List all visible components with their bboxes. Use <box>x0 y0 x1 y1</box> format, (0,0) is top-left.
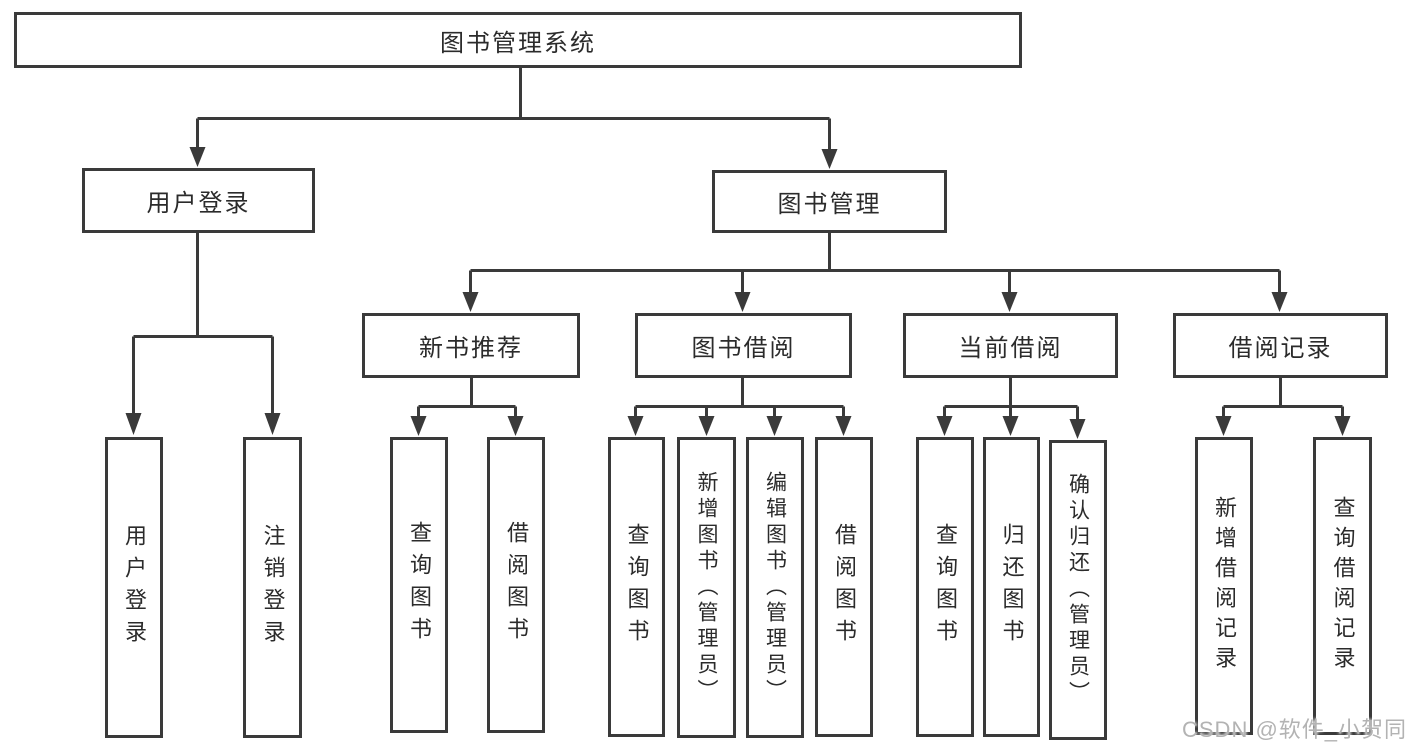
arrowhead <box>1271 292 1288 312</box>
node-book-borrowing: 图书借阅 <box>635 313 852 378</box>
arrowhead <box>835 416 852 436</box>
arrowhead <box>821 149 838 169</box>
leaf-borrow-query-books-label: 查询图书 <box>624 523 650 651</box>
leaf-logout-label: 注销登录 <box>260 523 286 652</box>
node-borrowing-records: 借阅记录 <box>1173 313 1388 378</box>
leaf-add-borrow-record: 新增借阅记录 <box>1195 437 1253 735</box>
leaf-rec-borrow-books: 借阅图书 <box>487 437 545 733</box>
node-new-book-recommendation-label: 新书推荐 <box>419 335 523 362</box>
node-user-login-branch: 用户登录 <box>82 168 315 233</box>
node-library-management-system: 图书管理系统 <box>14 12 1022 68</box>
leaf-rec-borrow-books-label: 借阅图书 <box>504 521 529 649</box>
leaf-add-borrow-record-label: 新增借阅记录 <box>1212 496 1237 676</box>
arrowhead <box>1334 416 1351 436</box>
leaf-confirm-return-admin: 确认归还（管理员） <box>1049 440 1107 740</box>
arrowhead <box>264 413 281 435</box>
leaf-query-borrow-record-label: 查询借阅记录 <box>1330 496 1356 676</box>
leaf-current-query-books: 查询图书 <box>916 437 974 737</box>
connector-borrowing-records-subtree <box>1222 378 1344 418</box>
node-library-management-system-label: 图书管理系统 <box>440 29 596 57</box>
connector-current-borrowing-subtree <box>943 378 1079 421</box>
arrowhead <box>1215 416 1232 436</box>
arrowhead <box>734 292 751 312</box>
csdn-watermark: CSDN @软件_小贺同学 <box>1182 717 1405 742</box>
leaf-user-login-label: 用户登录 <box>122 523 147 652</box>
arrowhead <box>507 416 524 436</box>
leaf-borrow-books-label: 借阅图书 <box>832 523 857 651</box>
connector-user-login-subtree <box>132 233 274 415</box>
node-book-borrowing-label: 图书借阅 <box>691 335 796 362</box>
node-new-book-recommendation: 新书推荐 <box>362 313 580 378</box>
node-book-management: 图书管理 <box>712 170 947 233</box>
leaf-current-query-books-label: 查询图书 <box>933 523 958 651</box>
arrowhead <box>1069 419 1086 439</box>
leaf-query-borrow-record: 查询借阅记录 <box>1313 437 1372 735</box>
arrowhead <box>1002 416 1019 436</box>
connector-book-borrowing-subtree <box>634 378 845 418</box>
leaf-user-login: 用户登录 <box>105 437 163 738</box>
connector-root-to-level2 <box>196 68 831 151</box>
node-borrowing-records-label: 借阅记录 <box>1228 335 1333 362</box>
connector-book-management-to-level3 <box>469 233 1281 294</box>
leaf-edit-books-admin: 编辑图书（管理员） <box>746 437 804 738</box>
connector-new-book-subtree <box>417 378 517 418</box>
arrowhead <box>189 147 206 167</box>
arrowhead <box>410 416 427 436</box>
arrowhead <box>125 413 142 435</box>
leaf-borrow-query-books: 查询图书 <box>608 437 665 737</box>
node-user-login-branch-label: 用户登录 <box>146 190 251 217</box>
arrowhead <box>1001 292 1018 312</box>
arrowhead <box>627 416 644 436</box>
leaf-add-books-admin: 新增图书（管理员） <box>677 437 736 738</box>
arrowhead <box>462 292 479 312</box>
leaf-borrow-books: 借阅图书 <box>815 437 873 737</box>
node-current-borrowing-label: 当前借阅 <box>958 335 1063 362</box>
leaf-return-books-label: 归还图书 <box>999 523 1025 651</box>
leaf-logout: 注销登录 <box>243 437 302 738</box>
node-book-management-label: 图书管理 <box>777 191 882 218</box>
arrowhead <box>698 416 715 436</box>
leaf-rec-query-books-label: 查询图书 <box>407 521 432 649</box>
leaf-confirm-return-admin-label: 确认归还（管理员） <box>1066 473 1090 707</box>
leaf-return-books: 归还图书 <box>983 437 1040 737</box>
arrowhead <box>936 416 953 436</box>
arrowhead <box>766 416 783 436</box>
leaf-rec-query-books: 查询图书 <box>390 437 448 733</box>
node-current-borrowing: 当前借阅 <box>903 313 1118 378</box>
leaf-add-books-admin-label: 新增图书（管理员） <box>695 470 718 705</box>
leaf-edit-books-admin-label: 编辑图书（管理员） <box>763 470 787 705</box>
